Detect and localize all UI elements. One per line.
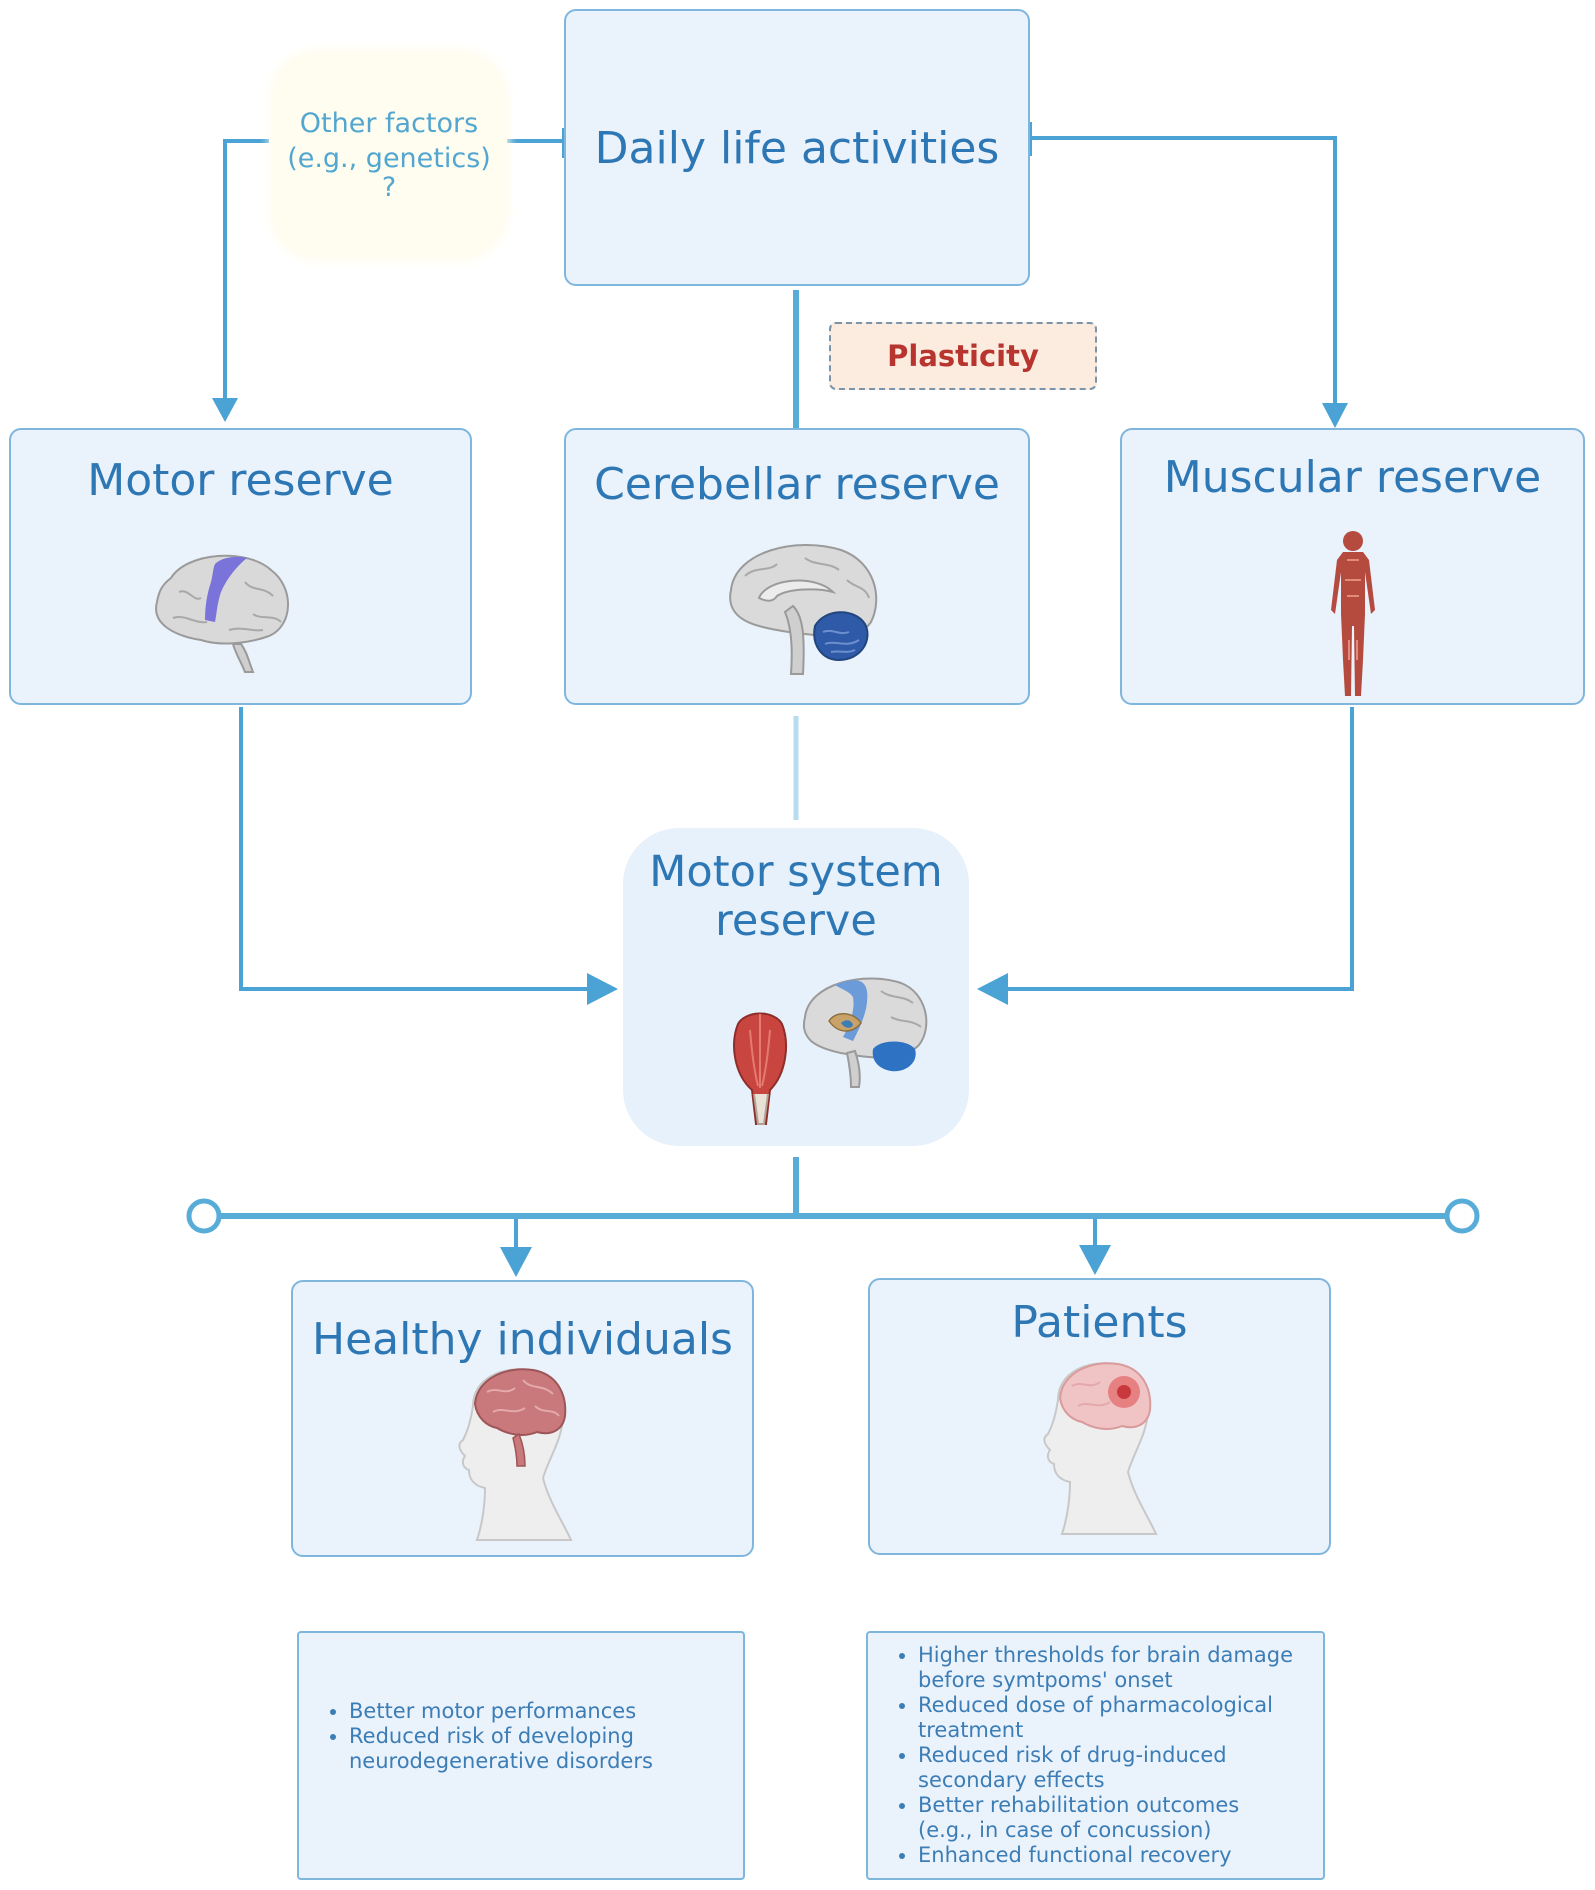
patients-benefit-item: Higher thresholds for brain damage befor… bbox=[918, 1643, 1299, 1693]
patients-benefit-item: Reduced dose of pharmacological treatmen… bbox=[918, 1693, 1299, 1743]
patient-head-lesion-icon bbox=[1043, 1362, 1158, 1535]
connector-end-right bbox=[1444, 1198, 1480, 1234]
patients-benefits-list: Higher thresholds for brain damage befor… bbox=[868, 1643, 1299, 1868]
healthy-benefits-list: Better motor performances Reduced risk o… bbox=[299, 1699, 743, 1774]
other-factors-line: Other factors bbox=[299, 108, 479, 139]
brain-motor-cortex-icon bbox=[155, 554, 289, 673]
healthy-benefits-box: Better motor performances Reduced risk o… bbox=[297, 1631, 745, 1880]
muscular-reserve-title: Muscular reserve bbox=[1163, 452, 1542, 503]
connector-other-factors-to-motor bbox=[223, 139, 269, 400]
motor-reserve-title: Motor reserve bbox=[87, 455, 394, 506]
daily-life-activities-box: Daily life activities bbox=[564, 9, 1030, 286]
human-muscle-body-icon bbox=[1331, 531, 1375, 696]
cerebellar-reserve-box: Cerebellar reserve bbox=[564, 428, 1030, 705]
arrowhead-muscular bbox=[1322, 403, 1348, 428]
motor-system-reserve-title: Motor system reserve bbox=[623, 847, 969, 947]
muscular-reserve-box: Muscular reserve bbox=[1120, 428, 1585, 705]
healthy-individuals-title: Healthy individuals bbox=[312, 1314, 733, 1365]
motor-system-reserve-line2: reserve bbox=[715, 896, 877, 947]
arrowhead-patients bbox=[1079, 1245, 1111, 1275]
arrowhead-healthy bbox=[500, 1247, 532, 1277]
other-factors-question: ? bbox=[381, 172, 397, 204]
brain-sagittal-icon bbox=[802, 977, 928, 1088]
motor-system-reserve-box: Motor system reserve bbox=[623, 828, 969, 1146]
other-factors-note: Other factors (e.g., genetics) ? bbox=[275, 55, 503, 255]
plasticity-label: Plasticity bbox=[829, 322, 1097, 390]
other-factors-example: (e.g., genetics) bbox=[287, 142, 491, 174]
patients-box: Patients bbox=[868, 1278, 1331, 1555]
arrowhead-motor bbox=[212, 398, 238, 422]
healthy-head-icon bbox=[458, 1368, 573, 1541]
connector-end-left bbox=[186, 1198, 222, 1234]
connector-daily-to-muscular bbox=[1030, 136, 1337, 405]
cerebellar-reserve-title: Cerebellar reserve bbox=[594, 459, 1000, 510]
motor-system-reserve-line1: Motor system bbox=[649, 847, 943, 897]
healthy-individuals-box: Healthy individuals bbox=[291, 1280, 754, 1557]
patients-benefits-box: Higher thresholds for brain damage befor… bbox=[866, 1631, 1325, 1880]
connector-muscular-to-msr bbox=[1005, 707, 1354, 991]
arrowhead-msr-left bbox=[587, 973, 618, 1005]
arrowhead-msr-right bbox=[977, 973, 1008, 1005]
other-factors-text: Other factors (e.g., genetics) ? bbox=[275, 55, 503, 255]
patients-title: Patients bbox=[1011, 1297, 1188, 1348]
patients-benefit-item: Reduced risk of drug-induced secondary e… bbox=[918, 1743, 1299, 1793]
connector-motor-to-msr bbox=[239, 707, 590, 991]
patients-benefit-item: Enhanced functional recovery bbox=[918, 1843, 1299, 1868]
daily-life-activities-title: Daily life activities bbox=[594, 123, 1000, 174]
muscle-icon bbox=[733, 1012, 787, 1125]
healthy-benefit-item: Better motor performances bbox=[349, 1699, 743, 1724]
healthy-benefit-item: Reduced risk of developing neurodegenera… bbox=[349, 1724, 743, 1774]
motor-reserve-box: Motor reserve bbox=[9, 428, 472, 705]
brain-cerebellum-icon bbox=[729, 544, 878, 675]
patients-benefit-item: Better rehabilitation outcomes (e.g., in… bbox=[918, 1793, 1299, 1843]
